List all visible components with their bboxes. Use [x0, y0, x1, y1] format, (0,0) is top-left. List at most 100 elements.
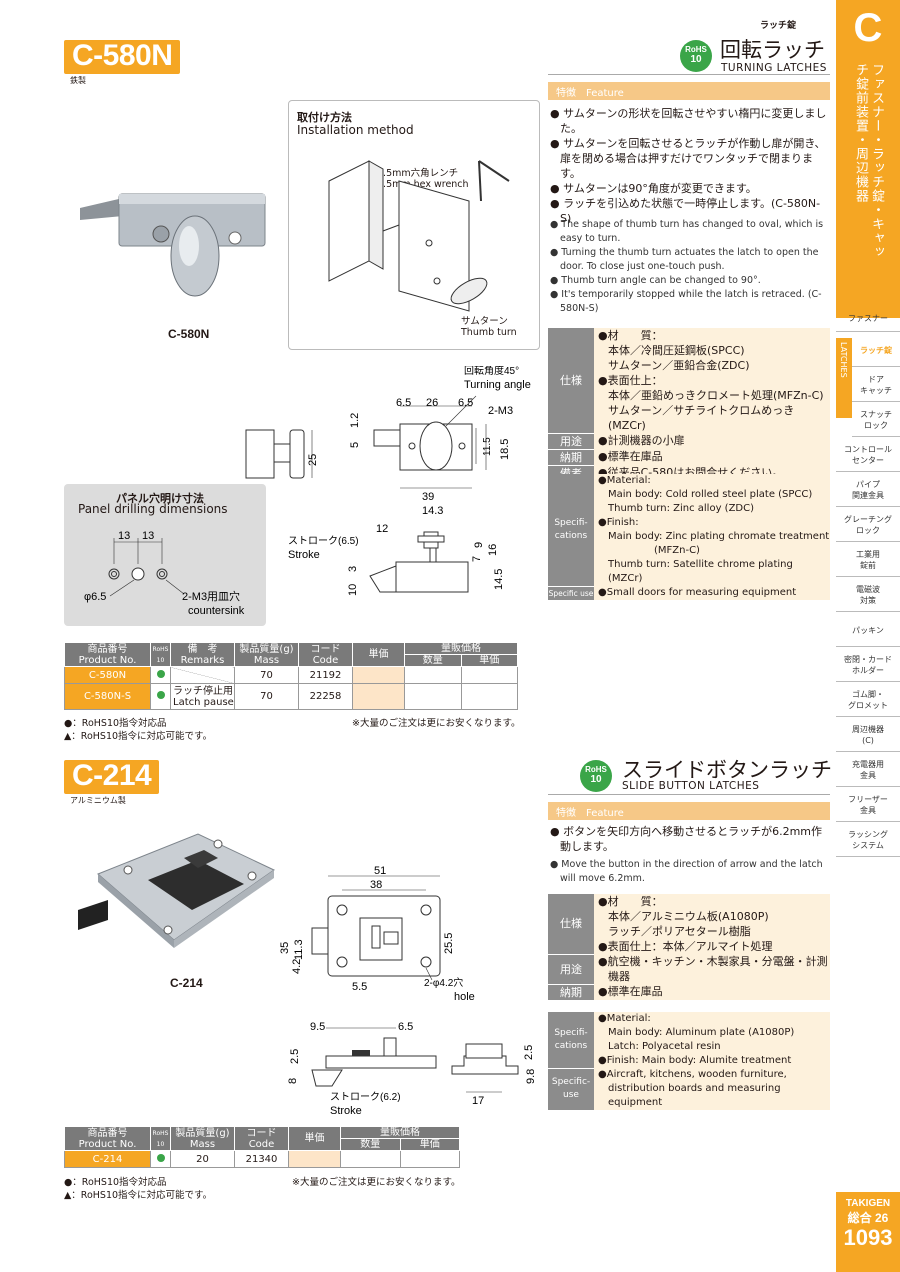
side-index-item[interactable]: コントロールセンター	[836, 439, 900, 472]
side-index-item[interactable]: 密閉・カードホルダー	[836, 649, 900, 682]
side-letter: C	[853, 6, 883, 50]
c214-photo	[78, 833, 275, 948]
side-index-text: ホルダー	[852, 666, 884, 675]
side-index-text: ゴム脚・	[852, 690, 884, 699]
material-label: 鉄製	[70, 76, 86, 85]
table-row: C-214 20 21340	[64, 1150, 460, 1168]
spec-line: 機器	[608, 970, 630, 983]
dim-5: 5	[349, 442, 361, 448]
side-index-text: コントロール	[844, 445, 892, 454]
feature-item: ● ラッチを引込めた状態で一時停止します。(C-580N-S)	[550, 197, 821, 225]
installation-box: 取付け方法 Installation method 1.5mm六角レンチ 1.5…	[288, 100, 540, 350]
spec-table-jp: 仕様●材 質：本体／冷間圧延鋼板(SPCC)サムターン／亜鉛合金(ZDC)●表面…	[548, 328, 830, 482]
photo-label-2: C-214	[170, 976, 203, 990]
spec-table-en-2: Specifi-cations●Material:Main body: Alum…	[548, 1012, 830, 1111]
rohs-text: RoHS	[685, 45, 707, 54]
side-index-item[interactable]: パッキン	[836, 614, 900, 647]
dim-17: 17	[472, 1095, 484, 1107]
side-index-item[interactable]: ドアキャッチ	[852, 369, 900, 402]
cell-unit-price	[352, 666, 405, 684]
th-unit-price: 単価	[352, 642, 405, 667]
side-index-item[interactable]: 電磁波対策	[836, 579, 900, 612]
side-index-item[interactable]: 周辺機器(C)	[836, 719, 900, 752]
title-rule-2	[548, 794, 830, 795]
side-index-text: (C)	[862, 736, 874, 745]
side-index-item[interactable]: フリーザー金具	[836, 789, 900, 822]
wrench-label-jp: 1.5mm六角レンチ	[377, 168, 459, 179]
side-index-item[interactable]: パイプ関連金具	[836, 474, 900, 507]
spec-line: ●Material:	[598, 1013, 651, 1024]
turning-angle-jp: 回転角度45°	[464, 366, 519, 377]
spec-delivery-value-2: ●標準在庫品	[594, 984, 830, 1000]
cell-remarks	[170, 666, 235, 684]
cell-mass: 70	[234, 666, 299, 684]
dim-6-5-right: 6.5	[458, 397, 473, 409]
stroke-label-en-2: Stroke	[330, 1105, 362, 1117]
cell-qty-2	[340, 1150, 401, 1168]
th-unit-price-2: 単価	[288, 1126, 341, 1151]
side-index-item[interactable]: 工業用錠前	[836, 544, 900, 577]
spec-line: ●材 質：	[598, 895, 663, 908]
spec-material-value: ●材 質：本体／冷間圧延鋼板(SPCC)サムターン／亜鉛合金(ZDC)●表面仕上…	[594, 328, 830, 433]
install-title-jp: 取付け方法	[297, 111, 352, 124]
spec-material-value-2: ●材 質：本体／アルミニウム板(A1080P)ラッチ／ポリアセタール樹脂●表面仕…	[594, 894, 830, 954]
side-index-item[interactable]: ラッシングシステム	[836, 824, 900, 857]
c580n-photo	[80, 193, 266, 297]
dim-9-8: 9.8	[525, 1069, 537, 1084]
spec-line: Thumb turn: Satellite chrome plating (MZ…	[608, 559, 793, 584]
side-index-item[interactable]: ラッチ錠	[852, 334, 900, 367]
cell-mass-2: 20	[170, 1150, 235, 1168]
cell-price	[460, 683, 518, 710]
rohs-dot	[156, 691, 165, 699]
installation-drawing	[328, 160, 510, 312]
product-title-jp-2: スライドボタンラッチ	[622, 758, 832, 782]
side-index-text: グロメット	[848, 701, 888, 710]
side-index-item[interactable]: ゴム脚・グロメット	[836, 684, 900, 717]
feature-header-2: 特徴 Feature	[548, 802, 830, 820]
cell-rohs-2	[150, 1150, 171, 1168]
feature-item: ● Move the button in the direction of ar…	[550, 859, 823, 884]
spec-en-value-2: ●Material:Main body: Aluminum plate (A10…	[594, 1012, 830, 1068]
rohs-dot	[156, 1153, 165, 1162]
side-index-item[interactable]: 充電器用金具	[836, 754, 900, 787]
feature-list-jp-2: ● ボタンを矢印方向へ移動させるとラッチが6.2mm作動します。	[550, 824, 830, 854]
panel-dim-1: 13	[118, 530, 130, 542]
panel-dim-countersink-jp: 2-M3用皿穴	[182, 589, 240, 603]
spec-line: ●Material:	[598, 475, 651, 486]
feature-list-en-2: ● Move the button in the direction of ar…	[550, 858, 830, 886]
side-index-item[interactable]: スナッチロック	[852, 404, 900, 437]
side-index-text: グレーチング	[844, 515, 892, 524]
material-label-2: アルミニウム製	[70, 796, 126, 805]
product-title-en-2: SLIDE BUTTON LATCHES	[622, 780, 760, 792]
cell-code-2: 21340	[234, 1150, 289, 1168]
cell-code: 21192	[298, 666, 353, 684]
side-index-item[interactable]: グレーチングロック	[836, 509, 900, 542]
dim-18-5: 18.5	[499, 439, 511, 460]
c214-dimension-drawing: 51 38 35 11.3 4.2 25.5 5.5 2-φ4.2穴 hole …	[279, 865, 537, 1117]
spec-line: 本体／冷間圧延鋼板(SPCC)	[608, 344, 745, 357]
cell-unit-price-2	[288, 1150, 341, 1168]
side-index-text: 電磁波	[856, 585, 880, 594]
cell-qty	[404, 666, 462, 684]
feature-list-jp: ● サムターンの形状を回転させやすい楕円に変更しました。● サムターンを回転させ…	[550, 106, 830, 226]
side-index-text: 金具	[860, 806, 876, 815]
panel-dim-countersink-en: countersink	[188, 605, 245, 617]
side-index-text: スナッチ	[860, 410, 892, 419]
latches-en-label: LATCHES	[839, 342, 848, 378]
turning-angle-en: Turning angle	[464, 379, 531, 391]
install-title-en: Installation method	[297, 123, 414, 137]
dim-3: 3	[347, 566, 359, 572]
spec-en-label: Specifi-cations	[548, 474, 594, 587]
spec-en-use-label-2: Specific-use	[548, 1068, 594, 1111]
panel-dim-2: 13	[142, 530, 154, 542]
side-index-text: センター	[852, 456, 884, 465]
th-quantity: 数量	[404, 654, 462, 667]
side-index-item[interactable]: ファスナー	[836, 302, 900, 332]
spec-label-delivery-2: 納期	[548, 984, 594, 1001]
side-index-text: ラッシング	[848, 830, 888, 839]
